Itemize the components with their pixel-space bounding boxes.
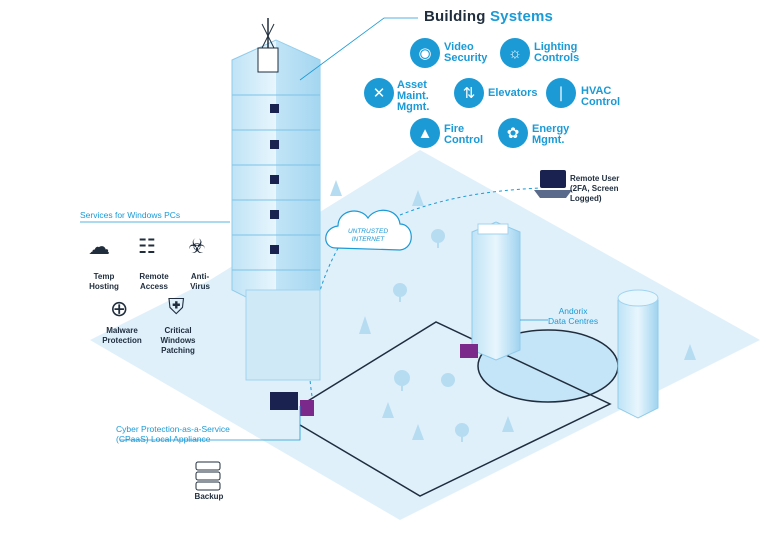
bug-shield-icon: ☣ [188, 236, 206, 258]
elevators-label: Elevators [488, 87, 538, 99]
tools-icon: ✕ [364, 78, 394, 108]
shield-refresh-icon: ⛨ [168, 294, 185, 319]
cloud-server-icon: ☁ [88, 234, 110, 259]
backup-server-icon [195, 461, 221, 491]
local-appliance [270, 392, 314, 416]
antivirus-label: Anti-Virus [190, 272, 210, 291]
fire-extinguisher-icon: ▲ [410, 118, 440, 148]
plant-energy-icon: ✿ [498, 118, 528, 148]
remote-access-icon: ☷ [138, 236, 156, 258]
leader-lines [80, 17, 548, 441]
ground-plane [90, 150, 760, 520]
building-systems-title: Building Systems [424, 8, 553, 25]
trees [330, 180, 696, 442]
data-centre-tower-b [617, 289, 659, 419]
main-tower [231, 18, 321, 381]
thermometer-icon: ∣ [546, 78, 576, 108]
lightbulb-icon: ☼ [500, 38, 530, 68]
untrusted-internet-cloud [325, 209, 412, 251]
data-centre-tower-a [460, 221, 521, 361]
remote-user-laptop [534, 170, 572, 198]
network-lines [299, 321, 612, 497]
title-prefix: Building [424, 8, 486, 25]
elevator-icon: ⇅ [454, 78, 484, 108]
services-heading: Services for Windows PCs [80, 210, 181, 220]
cctv-camera-icon: ◉ [410, 38, 440, 68]
cpaas-appliance-label: Cyber Protection-as-a-Service(CPaaS) Loc… [116, 424, 230, 444]
backup-label: Backup [194, 492, 224, 501]
crosshair-bug-icon: ⊕ [110, 296, 129, 321]
title-accent: Systems [489, 8, 554, 25]
